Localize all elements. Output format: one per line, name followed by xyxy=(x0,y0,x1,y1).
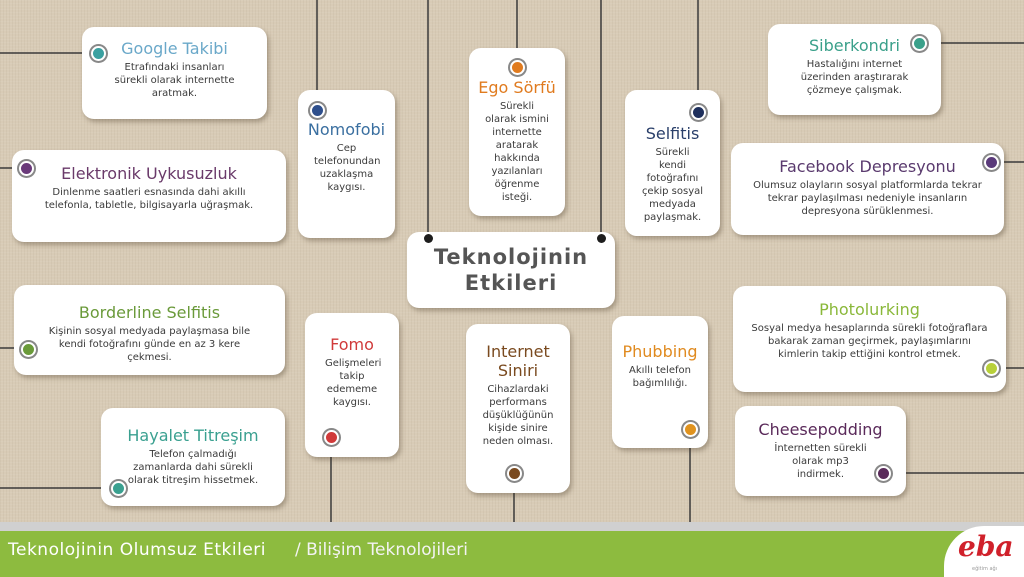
card-title: Internet Siniri xyxy=(486,342,550,380)
card-cheesepodding: Cheesepodding İnternetten sürekli olarak… xyxy=(735,406,906,496)
eba-logo[interactable]: eba eğitim ağı xyxy=(944,526,1024,577)
card-title: Cheesepodding xyxy=(758,420,883,439)
card-description: Sosyal medya hesaplarında sürekli fotoğr… xyxy=(751,323,988,360)
connector-dot xyxy=(510,60,525,75)
card-title: Phubbing xyxy=(622,342,698,361)
card-title: Facebook Depresyonu xyxy=(779,157,956,176)
card-title: Elektronik Uykusuzluk xyxy=(61,164,237,183)
card-title: Google Takibi xyxy=(121,39,228,58)
card-hayalet-titresim: Hayalet Titreşim Telefon çalmadığı zaman… xyxy=(101,408,285,506)
card-facebook-depresyonu: Facebook Depresyonu Olumsuz olayların so… xyxy=(731,143,1004,235)
card-photolurking: Photolurking Sosyal medya hesaplarında s… xyxy=(733,286,1006,392)
card-internet-siniri: Internet Siniri Cihazlardaki performans … xyxy=(466,324,570,493)
card-title: Nomofobi xyxy=(307,120,386,139)
footer-band xyxy=(0,531,1024,577)
card-description: Sürekli olarak ismini internette aratara… xyxy=(485,101,549,203)
card-title: Hayalet Titreşim xyxy=(127,426,259,445)
card-description: Dinlenme saatleri esnasında dahi akıllı … xyxy=(44,187,254,211)
card-title: Fomo xyxy=(330,335,374,354)
card-ego-sorfu: Ego Sörfü Sürekli olarak ismini internet… xyxy=(469,48,565,216)
connector-dot xyxy=(324,430,339,445)
footer-subtitle-group: / Bilişim Teknolojileri xyxy=(295,540,468,560)
card-title: Photolurking xyxy=(819,300,920,319)
card-borderline-selfitis: Borderline Selfitis Kişinin sosyal medya… xyxy=(14,285,285,375)
card-description: Gelişmeleri takip edememe kaygısı. xyxy=(325,358,382,408)
connector-dot xyxy=(912,36,927,51)
card-fomo: Fomo Gelişmeleri takip edememe kaygısı. xyxy=(305,313,399,457)
connector-dot xyxy=(984,361,999,376)
card-description: Cep telefonundan uzaklaşma kaygısı. xyxy=(314,143,381,193)
card-title: Ego Sörfü xyxy=(478,78,556,97)
card-title: Siberkondri xyxy=(809,36,900,55)
card-description: Telefon çalmadığı zamanlarda dahi sürekl… xyxy=(127,449,259,486)
logo-subtext: eğitim ağı xyxy=(972,566,998,572)
central-title-line1: Teknolojinin xyxy=(433,245,589,269)
card-google-takibi: Google Takibi Etrafındaki insanları süre… xyxy=(82,27,267,119)
central-connector-left xyxy=(424,234,433,243)
footer-subtitle: Bilişim Teknolojileri xyxy=(306,540,468,560)
card-description: İnternetten sürekli olarak mp3 indirmek. xyxy=(774,443,867,480)
card-title: Selfitis xyxy=(645,124,700,143)
card-title: Borderline Selfitis xyxy=(78,303,221,322)
connector-dot xyxy=(683,422,698,437)
central-title-line2: Etkileri xyxy=(464,271,558,295)
card-description: Akıllı telefon bağımlılığı. xyxy=(629,365,691,389)
central-connector-right xyxy=(597,234,606,243)
connector-dot xyxy=(19,161,34,176)
card-elektronik-uykusuzluk: Elektronik Uykusuzluk Dinlenme saatleri … xyxy=(12,150,286,242)
card-description: Kişinin sosyal medyada paylaşmasa bile k… xyxy=(48,326,251,363)
connector-dot xyxy=(91,46,106,61)
connector-dot xyxy=(984,155,999,170)
card-description: Cihazlardaki performans düşüklüğünün kiş… xyxy=(482,384,554,447)
central-topic: Teknolojinin Etkileri xyxy=(407,232,615,308)
footer-bar: Teknolojinin Olumsuz Etkileri / Bilişim … xyxy=(0,522,1024,577)
connector-dot xyxy=(310,103,325,118)
card-description: Hastalığını internet üzerinden araştırar… xyxy=(800,59,909,96)
card-description: Sürekli kendi fotoğrafını çekip sosyal m… xyxy=(641,147,704,223)
footer-divider xyxy=(0,522,1024,531)
connector-dot xyxy=(507,466,522,481)
connector-dot xyxy=(21,342,36,357)
card-description: Olumsuz olayların sosyal platformlarda t… xyxy=(753,180,982,217)
card-description: Etrafındaki insanları sürekli olarak int… xyxy=(114,62,235,99)
footer-title: Teknolojinin Olumsuz Etkileri xyxy=(8,540,266,560)
connector-dot xyxy=(876,466,891,481)
connector-dot xyxy=(111,481,126,496)
connector-dot xyxy=(691,105,706,120)
footer-separator: / xyxy=(295,540,301,560)
logo-text: eba xyxy=(958,530,1014,563)
